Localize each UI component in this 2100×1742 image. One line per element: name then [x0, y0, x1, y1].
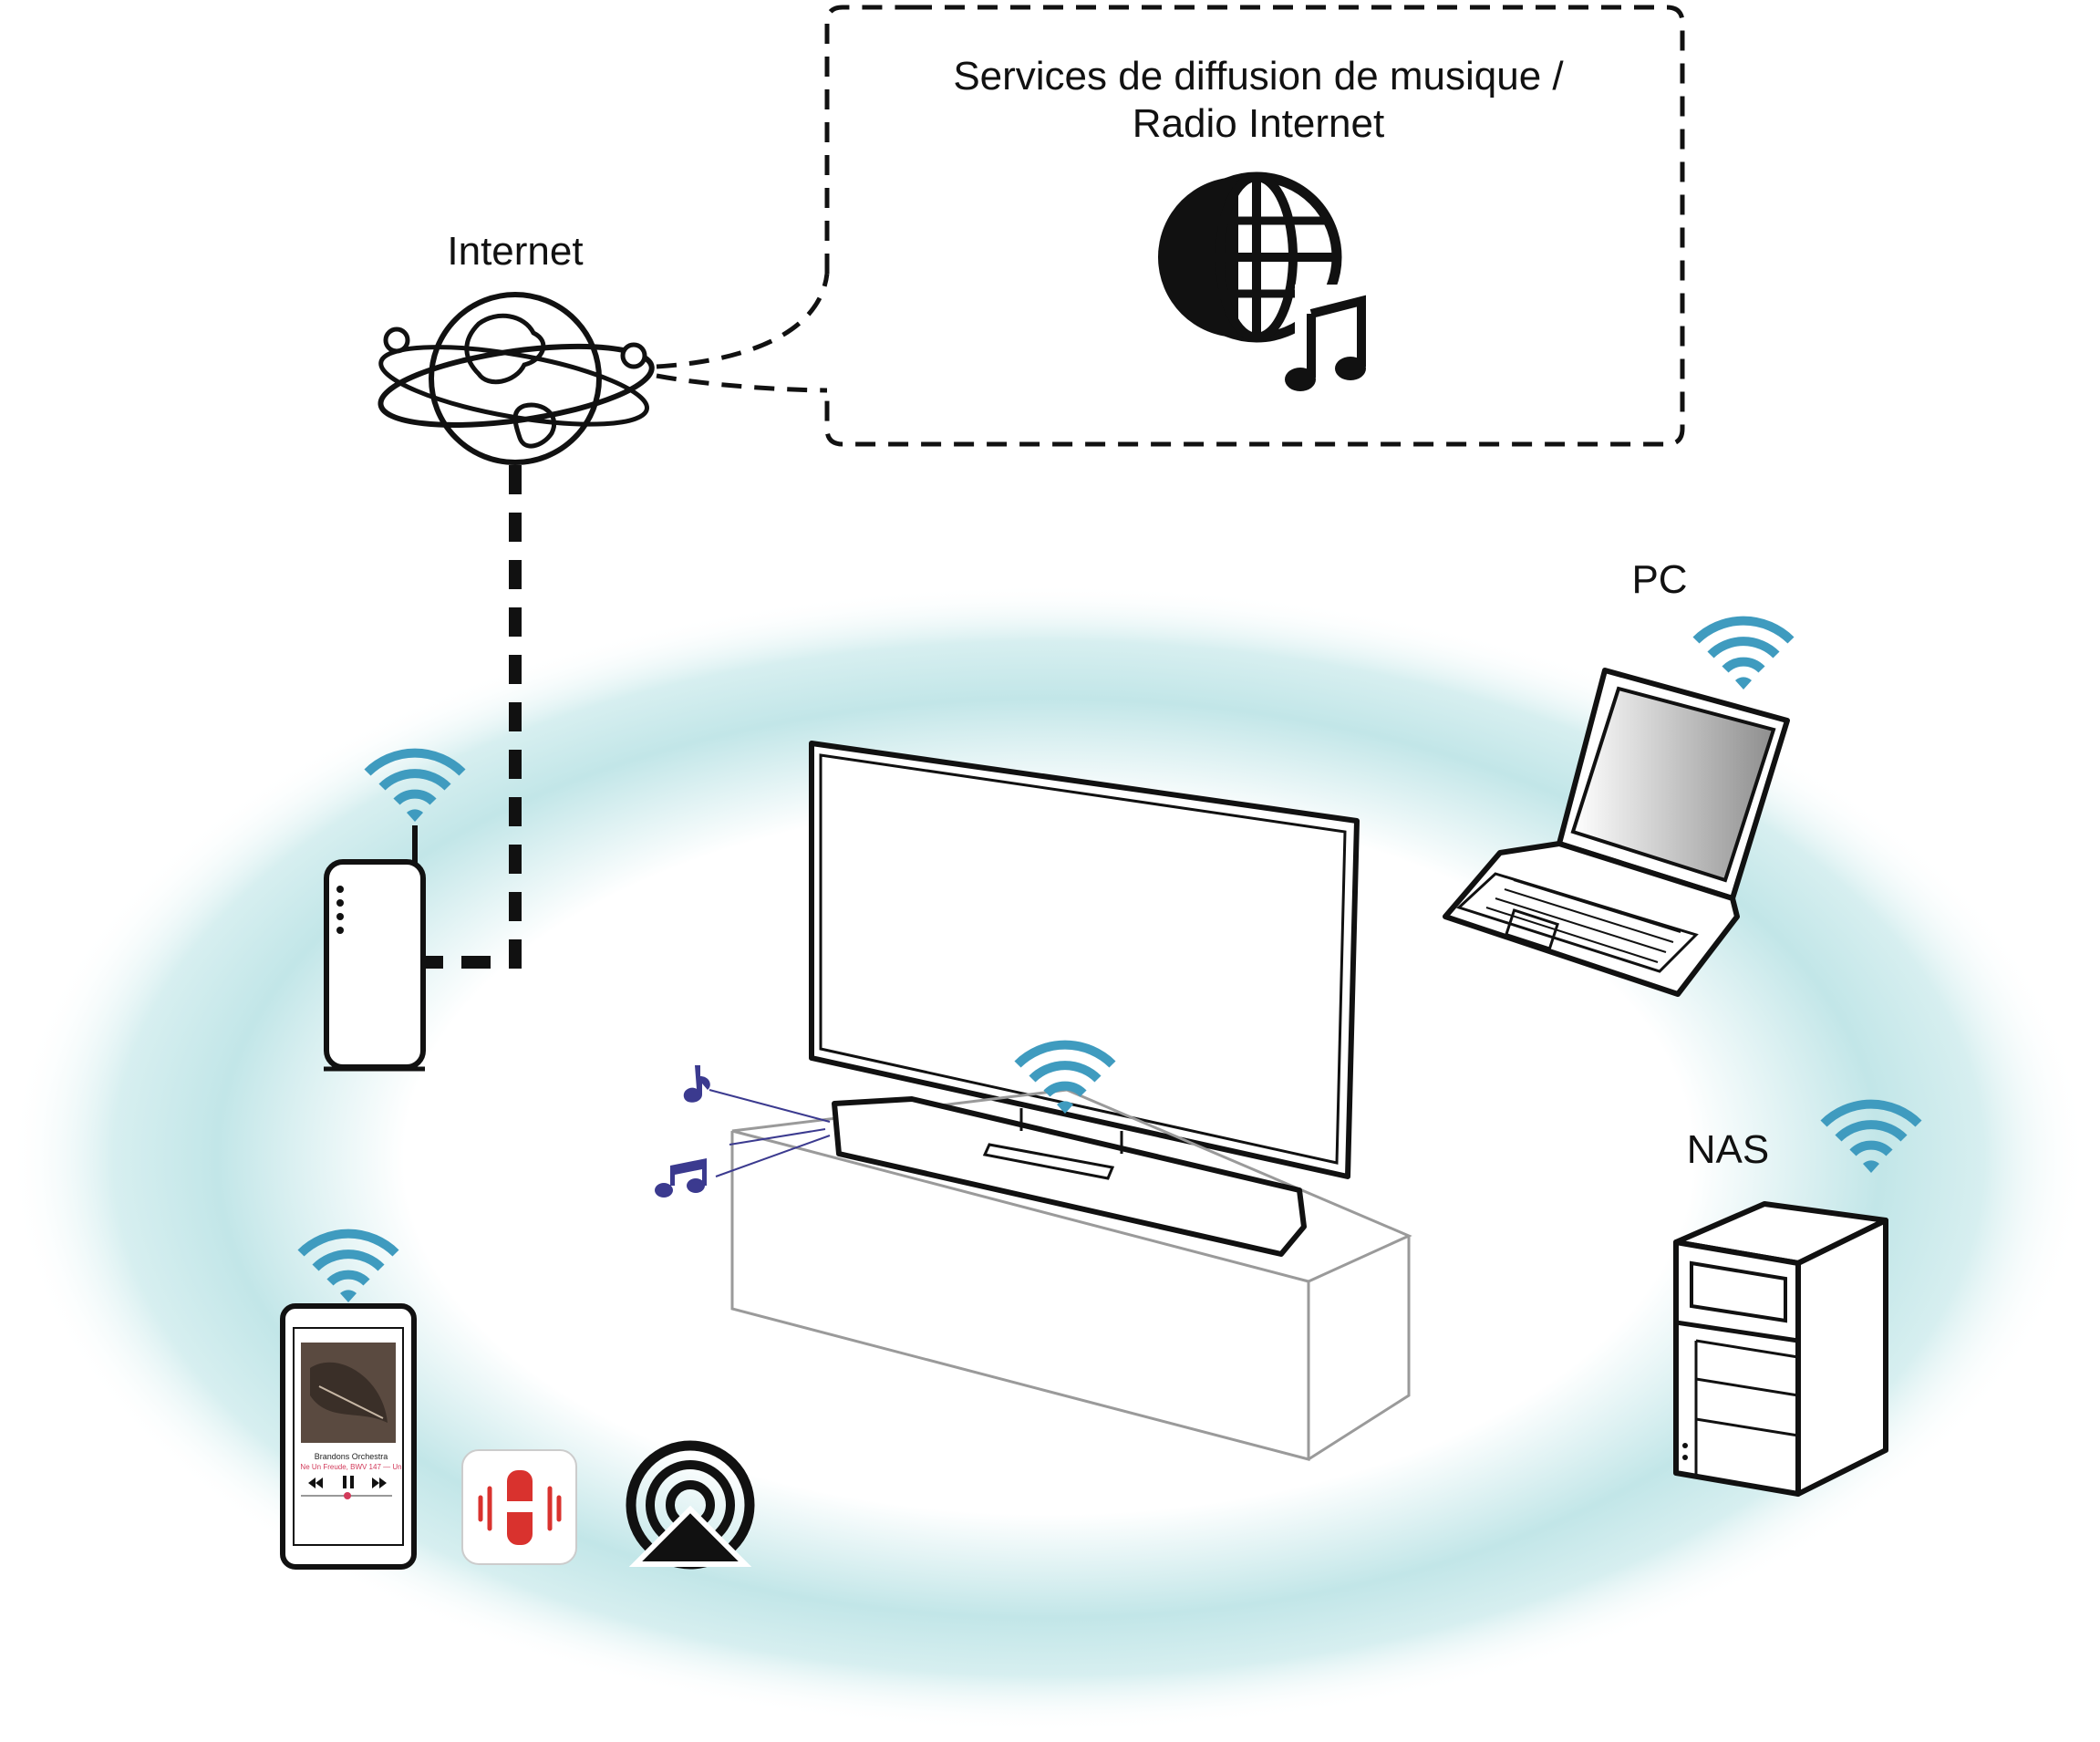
globe-orbit-icon: [378, 292, 655, 465]
pc-label: PC: [1631, 557, 1688, 602]
nas-label: NAS: [1686, 1127, 1770, 1172]
heos-app-icon: [461, 1449, 577, 1565]
connector-internet-router: [419, 465, 522, 969]
services-box-left: [824, 5, 912, 274]
soundbar-icon: [832, 1096, 1307, 1257]
internet-label: Internet: [447, 229, 584, 274]
services-label-line1: Services de diffusion de musique /: [953, 54, 1564, 99]
tv-icon: [809, 741, 1360, 1179]
services-box: [824, 5, 1685, 447]
music-note-icon: [683, 1065, 831, 1123]
globe-music-icon: [1158, 171, 1413, 403]
nas-server-icon: [1673, 1201, 1888, 1497]
services-label: Services de diffusion de musique / Radio…: [875, 53, 1641, 148]
wifi-icon: [1696, 621, 1791, 690]
router-icon: [324, 825, 426, 1072]
phone-track-title: Brandons Orchestra: [314, 1452, 388, 1461]
services-label-line2: Radio Internet: [1132, 101, 1385, 146]
connector-internet-services-top: [656, 273, 830, 369]
music-note-icon: [655, 1128, 831, 1198]
smartphone-icon: [280, 1303, 417, 1570]
laptop-icon: [1443, 668, 1790, 997]
tv-cabinet: [730, 1088, 1412, 1461]
phone-track-artist: Ne Un Freude, BWV 147 — Un: [300, 1463, 402, 1471]
airplay-icon: [626, 1440, 755, 1570]
connector-internet-services-bottom: [656, 373, 828, 393]
